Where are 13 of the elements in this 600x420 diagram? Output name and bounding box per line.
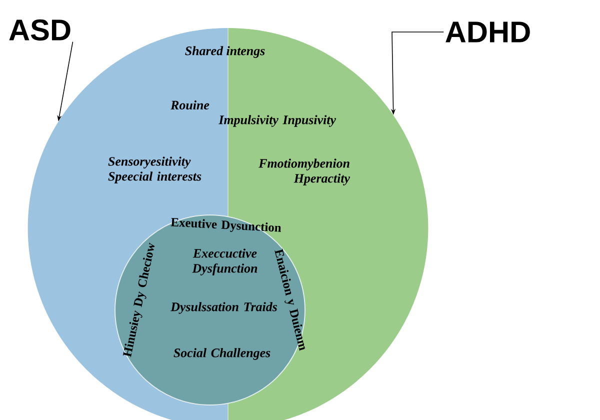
group-title: ASD (9, 19, 70, 41)
inner-circle (114, 214, 306, 406)
trait-text: Social Challenges (174, 348, 270, 360)
group-title: ADHD (446, 22, 530, 42)
trait-text: Sensoryesitivity Speecial interests (108, 156, 202, 184)
arc-text: Hinusiey Dy Checiow (122, 242, 155, 358)
overlap-label: Shared intengs (185, 46, 265, 58)
trait-text: Impulsivity Inpusivity (218, 115, 336, 127)
trait-text: Dysulssation Traids (170, 302, 277, 314)
trait-text: Fmotiomybenion Hperactity (258, 158, 350, 186)
trait-text: Execcuctive Dysfunction (192, 248, 258, 276)
trait-text: Rouine (170, 100, 210, 110)
arc-text: Exeutive Dysunction (170, 218, 281, 232)
